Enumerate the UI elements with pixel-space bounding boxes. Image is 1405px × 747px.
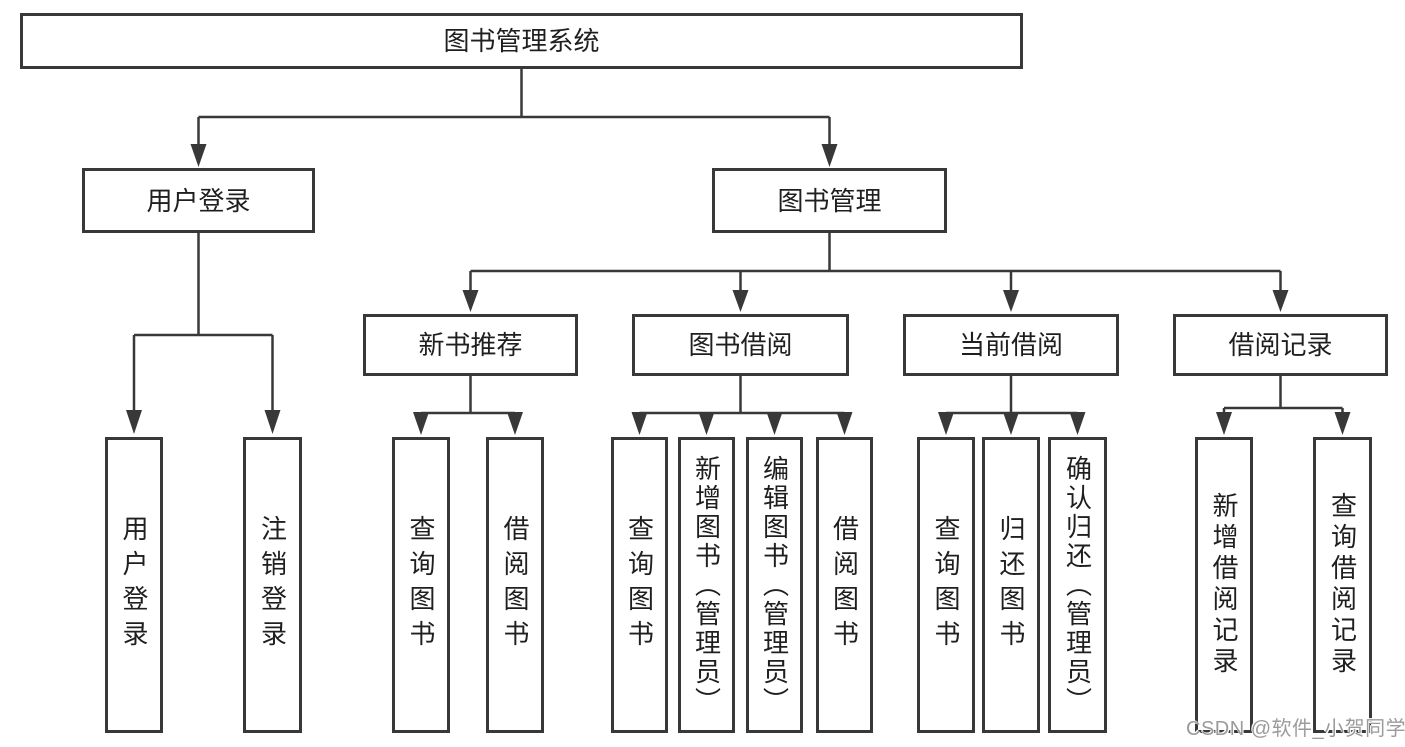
- node-return-book: 归还图书: [982, 437, 1040, 733]
- arrowhead: [413, 412, 429, 435]
- node-query-books: 查询图书: [917, 437, 975, 733]
- arrowhead: [507, 412, 523, 435]
- node-query-books: 查询图书: [392, 437, 450, 733]
- connector-root: [190, 69, 838, 167]
- arrowhead: [1216, 412, 1232, 435]
- node-query-borrow-record: 查询借阅记录: [1313, 437, 1372, 733]
- arrowhead: [1003, 290, 1019, 312]
- node-borrow-books: 借阅图书: [486, 437, 544, 733]
- node-user-login: 用户登录: [82, 168, 315, 233]
- node-add-book-admin: 新增图书（管理员）: [678, 437, 735, 733]
- arrowhead: [1069, 412, 1086, 435]
- arrowhead: [766, 412, 783, 435]
- node-login: 用户登录: [105, 437, 163, 733]
- node-edit-book-admin: 编辑图书（管理员）: [746, 437, 803, 733]
- arrowhead: [264, 410, 281, 434]
- arrowhead: [631, 412, 648, 435]
- arrowhead: [1003, 412, 1019, 435]
- connector-current-borrowing: [938, 376, 1086, 435]
- arrowhead: [462, 290, 479, 312]
- arrowhead: [1334, 412, 1351, 435]
- node-book-borrowing: 图书借阅: [632, 314, 849, 376]
- node-confirm-return-admin: 确认归还（管理员）: [1048, 437, 1107, 733]
- node-query-books: 查询图书: [611, 437, 668, 733]
- node-new-book-recommendation: 新书推荐: [363, 314, 578, 376]
- arrowhead: [698, 412, 715, 435]
- arrowhead: [1272, 290, 1289, 312]
- node-logout: 注销登录: [243, 437, 302, 733]
- node-library-system: 图书管理系统: [20, 13, 1023, 69]
- arrowhead: [190, 144, 207, 167]
- arrowhead: [938, 412, 954, 435]
- arrowhead: [126, 410, 142, 434]
- node-borrow-books: 借阅图书: [816, 437, 873, 733]
- node-book-management: 图书管理: [712, 168, 947, 233]
- connector-book-borrowing: [631, 376, 853, 435]
- watermark: CSDN @软件_小贺同学: [1186, 718, 1405, 740]
- arrowhead: [836, 412, 853, 435]
- arrowhead: [732, 290, 749, 312]
- arrowhead: [821, 144, 838, 167]
- connector-new-book-recommendation: [413, 376, 523, 435]
- connector-user-login: [126, 233, 281, 434]
- connector-book-management: [462, 233, 1289, 312]
- node-current-borrowing: 当前借阅: [903, 314, 1119, 376]
- node-borrowing-records: 借阅记录: [1173, 314, 1388, 376]
- node-add-borrow-record: 新增借阅记录: [1195, 437, 1253, 733]
- connector-borrowing-records: [1216, 376, 1351, 435]
